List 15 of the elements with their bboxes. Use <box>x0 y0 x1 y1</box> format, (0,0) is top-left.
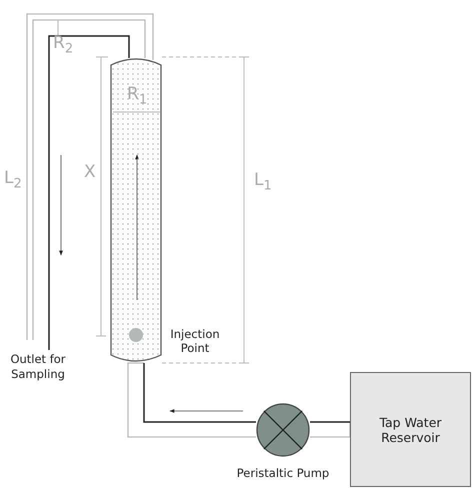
tube <box>127 362 256 438</box>
dimension-label: X <box>84 162 96 182</box>
dimension-label: L$_{2}$ <box>4 168 22 192</box>
reservoir-box: Tap Water Reservoir <box>350 372 471 487</box>
tube <box>26 13 154 350</box>
packed-column <box>111 57 161 363</box>
dimension-label: R$_{1}$ <box>127 84 148 108</box>
tube <box>310 421 351 438</box>
injection-point-dot <box>129 328 143 342</box>
dimension-label: R$_{2}$ <box>53 33 74 56</box>
dimension-label: L$_{1}$ <box>254 170 272 194</box>
node-label: Peristaltic Pump <box>236 466 330 480</box>
node-label: Injection Point <box>169 327 221 356</box>
pump-symbol <box>256 403 310 457</box>
outlet-label: Outlet for Sampling <box>2 352 74 386</box>
